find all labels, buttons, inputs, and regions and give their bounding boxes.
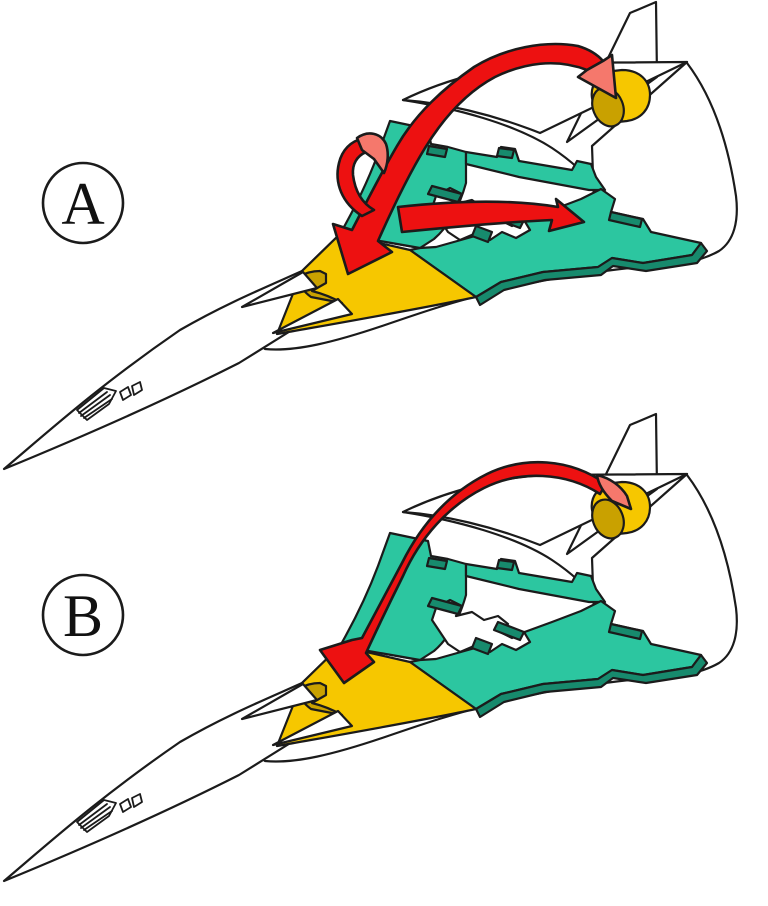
fuel-arrow-head-rear-pink xyxy=(576,53,618,100)
fuel-arrow-main-a xyxy=(331,42,605,276)
label-letter-a: A xyxy=(61,171,104,237)
label-circle-a xyxy=(41,161,125,245)
fuel-arrow-tail-pink xyxy=(595,473,633,511)
label-letter-b: B xyxy=(63,583,103,649)
airframe-b xyxy=(2,412,738,883)
fuel-arrow-outboard xyxy=(396,197,586,234)
diagram-a: A xyxy=(2,0,738,471)
label-circle-b xyxy=(41,573,125,657)
fuel-arrow-loop-tip-pink xyxy=(355,132,390,175)
diagram-b: B xyxy=(2,412,738,883)
fuel-arrow-main-b xyxy=(318,460,608,685)
